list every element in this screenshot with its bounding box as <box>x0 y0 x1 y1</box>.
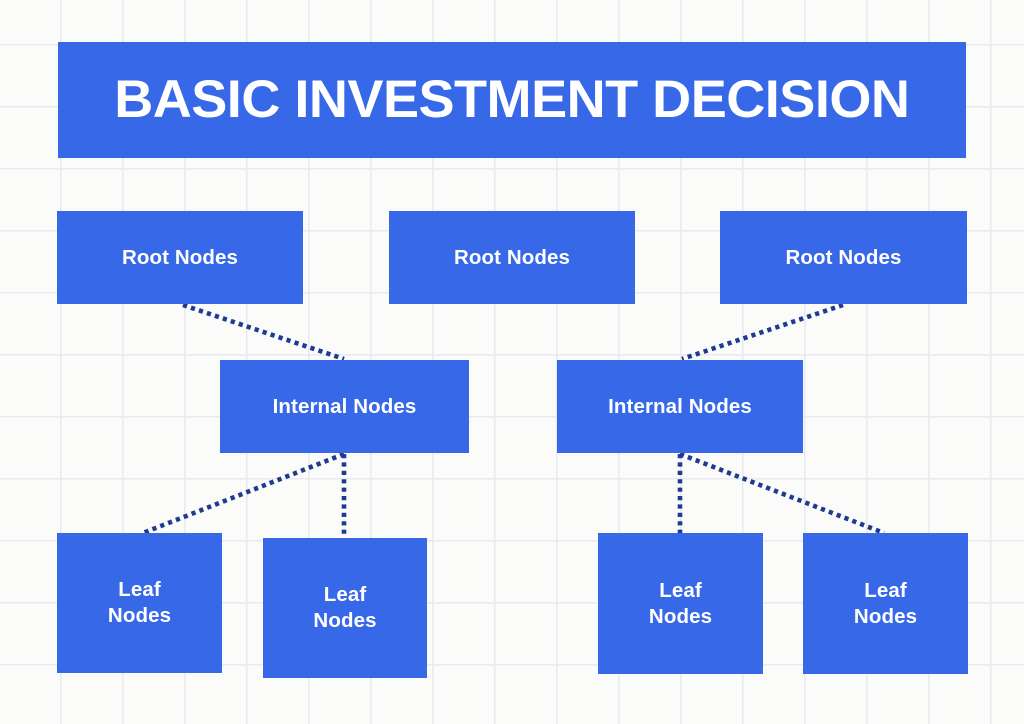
connector-internal-1-to-leaf-1 <box>142 451 345 536</box>
internal-node-2-label: Internal Nodes <box>608 394 752 418</box>
root-node-1-label: Root Nodes <box>121 245 239 269</box>
internal-node-1-label: Internal Nodes <box>272 394 417 418</box>
leaf-node-4-label: Leaf Nodes <box>853 578 918 628</box>
leaf-node-4[interactable]: Leaf Nodes <box>803 533 968 674</box>
connector-internal-2-to-leaf-4 <box>679 451 885 536</box>
leaf-node-1-label: Leaf Nodes <box>107 578 172 627</box>
leaf-node-3[interactable]: Leaf Nodes <box>598 533 763 674</box>
leaf-node-2[interactable]: Leaf Nodes <box>263 538 427 678</box>
root-node-2[interactable]: Root Nodes <box>389 211 635 304</box>
root-node-3[interactable]: Root Nodes <box>720 211 967 304</box>
internal-node-1[interactable]: Internal Nodes <box>220 360 469 453</box>
page-title: BASIC INVESTMENT DECISION <box>114 69 910 129</box>
root-node-1[interactable]: Root Nodes <box>57 211 303 304</box>
diagram-title-banner: BASIC INVESTMENT DECISION <box>58 42 966 158</box>
root-node-2-label: Root Nodes <box>453 245 571 269</box>
root-node-3-label: Root Nodes <box>785 245 902 269</box>
leaf-node-3-label: Leaf Nodes <box>648 578 713 628</box>
leaf-node-1[interactable]: Leaf Nodes <box>57 533 222 673</box>
internal-node-2[interactable]: Internal Nodes <box>557 360 803 453</box>
connector-root-1-to-internal-1 <box>182 302 345 362</box>
leaf-node-2-label: Leaf Nodes <box>313 583 377 632</box>
connector-root-3-to-internal-2 <box>681 302 844 362</box>
